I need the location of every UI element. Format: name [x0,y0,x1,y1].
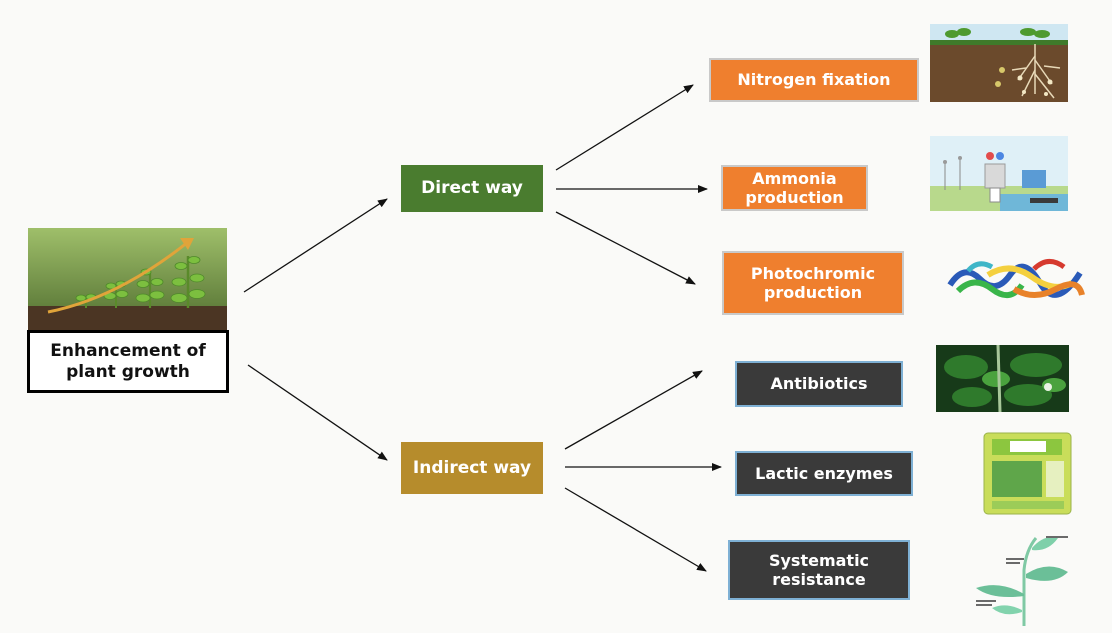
photochromic-production-label: Photochromic production [750,263,876,302]
direct-way-label: Direct way [421,178,523,199]
arrow-direct-to-photochromic [555,211,696,285]
arrow-root-to-indirect [247,364,388,461]
root-label: Enhancement of plant growth [50,341,206,382]
lactic-enzymes-node: Lactic enzymes [735,451,913,496]
ammonia-plant-image [930,136,1068,211]
direct-way-node: Direct way [401,165,543,212]
arrow-indirect-to-antibiotics [564,370,703,450]
antibiotics-node: Antibiotics [735,361,903,407]
growing-seedlings-image [28,228,227,332]
protein-structure-image [944,245,1086,317]
arrow-indirect-to-resistance [564,487,707,572]
ammonia-production-node: Ammonia production [721,165,868,211]
enzyme-product-package-image [982,431,1073,516]
arrow-root-to-direct [243,198,388,293]
ammonia-production-label: Ammonia production [745,168,844,207]
antibiotics-label: Antibiotics [770,374,868,394]
systematic-resistance-label: Systematic resistance [768,550,870,589]
systematic-resistance-node: Systematic resistance [728,540,910,600]
plant-resistance-illustration [962,530,1090,628]
lactic-enzymes-label: Lactic enzymes [755,463,893,483]
plant-leaves-image [936,345,1069,412]
indirect-way-node: Indirect way [401,442,543,494]
nitrogen-fixation-label: Nitrogen fixation [737,70,891,90]
indirect-way-label: Indirect way [412,457,532,478]
nitrogen-fixation-node: Nitrogen fixation [709,58,919,102]
arrow-direct-to-nitrogen [555,84,694,171]
photochromic-production-node: Photochromic production [722,251,904,315]
root-node: Enhancement of plant growth [27,330,229,393]
root-nodules-image [930,24,1068,102]
